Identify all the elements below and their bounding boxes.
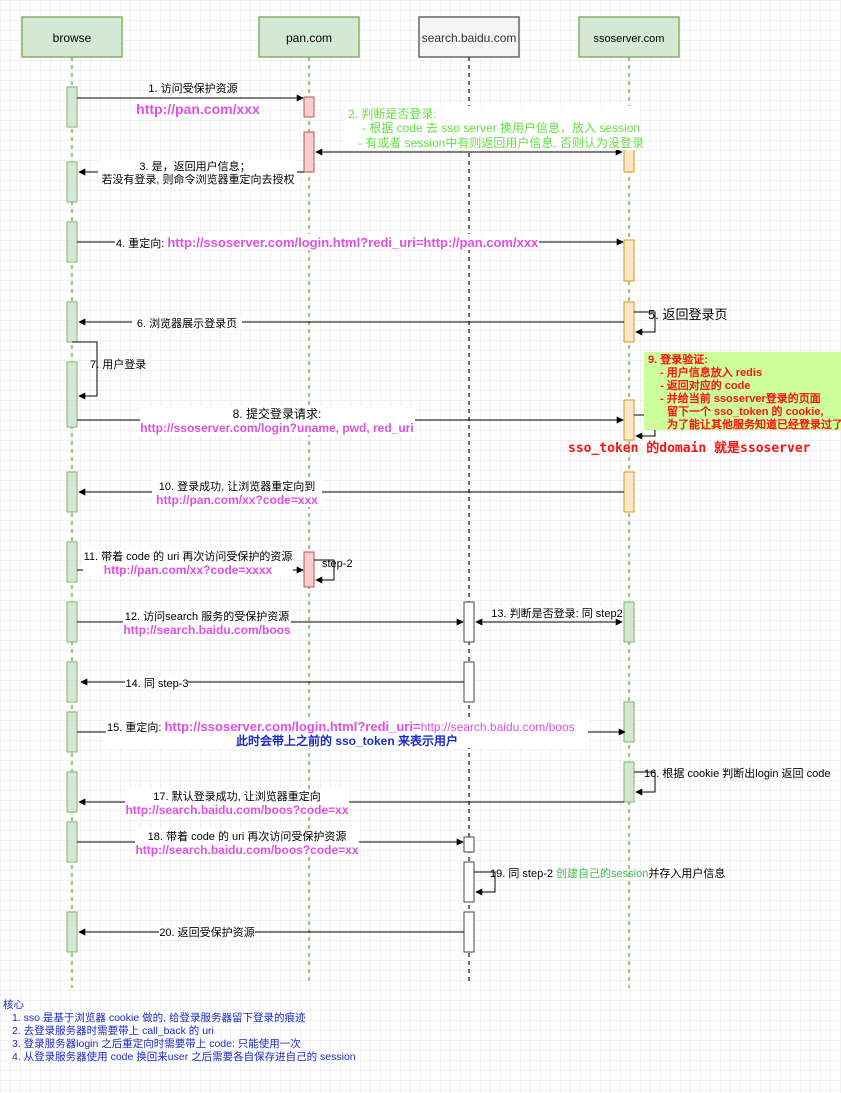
msg-10-url: http://pan.com/xx?code=xxx: [156, 493, 318, 507]
msg-7-label: 7. 用户登录: [90, 357, 146, 371]
msg-9-title: 9. 登录验证:: [648, 352, 708, 366]
msg-15-note: 此时会带上之前的 sso_token 来表示用户: [236, 733, 458, 748]
msg-19-part3: 并存入用户信息: [648, 866, 725, 880]
step-2-label: step-2: [322, 558, 353, 570]
core-note-item: 4. 从登录服务器使用 code 换回来user 之后需要各自保存进自己的 se…: [12, 1051, 356, 1063]
msg-14-label: 14. 同 step-3: [126, 678, 189, 690]
msg-5-label: 5. 返回登录页: [648, 307, 727, 322]
msg-9-line3: - 并给当前 ssoserver登录的页面: [660, 391, 821, 405]
msg-12-label: 12. 访问search 服务的受保护资源: [125, 609, 289, 623]
participant-ssoserver[interactable]: ssoserver.com: [578, 16, 680, 58]
msg-4-url: http://ssoserver.com/login.html?redi_uri…: [167, 235, 539, 250]
msg-19-part2: 创建自己的session: [556, 866, 648, 880]
participant-browse[interactable]: browse: [21, 16, 123, 58]
activations-search: [463, 601, 475, 953]
msg-2-title: 2. 判断是否登录:: [348, 106, 437, 121]
activations-browse: [66, 86, 78, 953]
msg-1-url: http://pan.com/xxx: [136, 101, 260, 117]
msg-18-url: http://search.baidu.com/boos?code=xx: [135, 843, 358, 857]
msg-8-url: http://ssoserver.com/login?uname, pwd, r…: [140, 421, 413, 435]
core-note-item: 2. 去登录服务器时需要带上 call_back 的 uri: [12, 1025, 214, 1037]
svg-text:19. 同 step-2 创建自己的session并存入用户: 19. 同 step-2 创建自己的session并存入用户信息: [490, 866, 725, 880]
msg-19-part1: 19. 同 step-2: [490, 868, 556, 880]
msg-20-label: 20. 返回受保护资源: [159, 925, 254, 939]
msg-2-line1: - 根据 code 去 sso server 换用户信息，放入 session: [362, 120, 640, 135]
msg-2-line2: - 有或者 session中有则返回用户信息, 否则认为没登录: [358, 135, 644, 150]
msg-9-line5: 为了能让其他服务知道已经登录过了: [667, 417, 841, 431]
participant-label: pan.com: [286, 31, 332, 45]
participant-label: ssoserver.com: [594, 33, 665, 45]
msg-4-prefix: 4. 重定向:: [116, 236, 167, 250]
core-note-item: 1. sso 是基于浏览器 cookie 做的, 给登录服务器留下登录的痕迹: [12, 1012, 306, 1024]
msg-12-url: http://search.baidu.com/boos: [123, 623, 291, 637]
msg-3-line2: 若没有登录, 则命令浏览器重定向去授权: [101, 172, 294, 186]
svg-text:4. 重定向: http://ssoserver.com/l: 4. 重定向: http://ssoserver.com/login.html?…: [116, 235, 539, 250]
msg-17-url: http://search.baidu.com/boos?code=xx: [125, 803, 348, 817]
message-labels: 1. 访问受保护资源 http://pan.com/xxx 2. 判断是否登录:…: [83, 81, 841, 939]
msg-1-label: 1. 访问受保护资源: [148, 81, 237, 95]
msg-3-line1: 3. 是，返回用户信息；: [139, 159, 250, 173]
msg-18-label: 18. 带着 code 的 uri 再次访问受保护资源: [148, 829, 347, 843]
msg-11-label: 11. 带着 code 的 uri 再次访问受保护的资源: [84, 549, 293, 563]
msg-15-prefix: 15. 重定向:: [107, 720, 164, 734]
activations-ssoserver: [623, 131, 635, 803]
svg-text:15. 重定向: http://ssoserver.com/: 15. 重定向: http://ssoserver.com/login.html…: [107, 719, 575, 734]
msg-17-label: 17. 默认登录成功, 让浏览器重定向: [153, 789, 320, 803]
msg-13-label: 13. 判断是否登录: 同 step2: [491, 606, 622, 620]
msg-9-line2: - 返回对应的 code: [660, 378, 750, 392]
activations-pan: [303, 96, 315, 588]
msg-10-label: 10. 登录成功, 让浏览器重定向到: [159, 479, 315, 493]
msg-9-line1: - 用户信息放入 redis: [660, 365, 762, 379]
participant-label: search.baidu.com: [422, 31, 517, 45]
step-9-note-background: [644, 352, 841, 430]
msg-6-label: 6. 浏览器展示登录页: [137, 316, 237, 330]
msg-15-url-part2: http://search.baidu.com/boos: [421, 720, 575, 734]
core-notes: 核心 1. sso 是基于浏览器 cookie 做的, 给登录服务器留下登录的痕…: [3, 999, 356, 1064]
participant-search[interactable]: search.baidu.com: [418, 16, 520, 58]
participant-pan[interactable]: pan.com: [258, 16, 360, 58]
msg-9-line4: 留下一个 sso_token 的 cookie,: [667, 404, 823, 418]
msg-11-url: http://pan.com/xx?code=xxxx: [104, 563, 273, 577]
participant-label: browse: [53, 31, 92, 45]
core-notes-title: 核心: [3, 999, 24, 1011]
core-note-item: 3. 登录服务器login 之后重定向时需要带上 code: 只能使用一次: [12, 1038, 301, 1050]
msg-15-url-part1: http://ssoserver.com/login.html?redi_uri…: [164, 719, 420, 734]
sso-token-domain-note: sso_token 的domain 就是ssoserver: [568, 440, 811, 456]
msg-8-label: 8. 提交登录请求:: [233, 406, 322, 421]
msg-16-label: 16. 根据 cookie 判断出login 返回 code: [644, 766, 830, 780]
